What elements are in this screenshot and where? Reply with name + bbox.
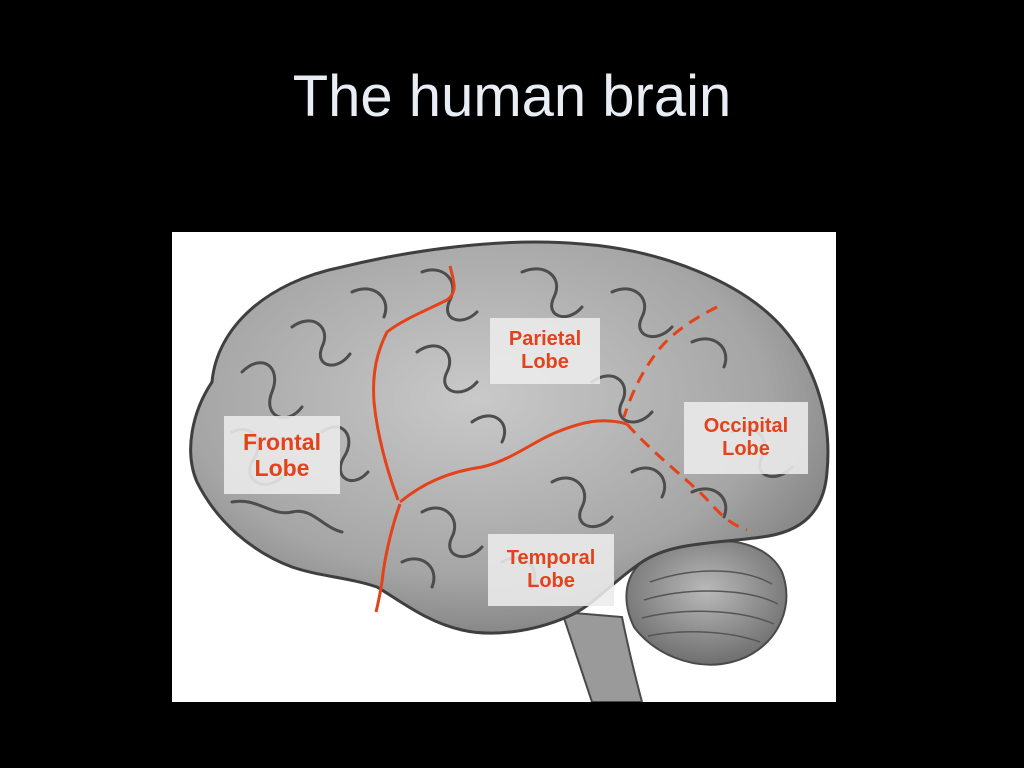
- central-sulcus-line: [372, 265, 456, 501]
- temporal-front-line: [374, 503, 402, 613]
- slide-title: The human brain: [292, 64, 732, 129]
- parietal-lobe-label: Parietal Lobe: [490, 318, 600, 384]
- parieto-occipital-line: [622, 305, 718, 418]
- occipital-lobe-label: Occipital Lobe: [684, 402, 808, 474]
- brain-stem: [560, 610, 644, 702]
- occipital-lobe-line2: Lobe: [722, 438, 770, 460]
- preoccipital-line: [625, 423, 748, 532]
- temporal-lobe-line2: Lobe: [527, 570, 575, 592]
- occipital-lobe-line1: Occipital: [703, 415, 789, 437]
- parietal-lobe-line1: Parietal: [508, 328, 582, 350]
- frontal-lobe-line1: Frontal: [243, 428, 321, 455]
- cerebellum: [625, 539, 788, 666]
- frontal-lobe-label: Frontal Lobe: [224, 416, 340, 494]
- temporal-lobe-line1: Temporal: [506, 547, 596, 569]
- brain-figure: Frontal Lobe Parietal Lobe Occipital Lob…: [172, 232, 836, 702]
- temporal-lobe-label: Temporal Lobe: [488, 534, 614, 606]
- lateral-sulcus-line: [399, 419, 628, 504]
- parietal-lobe-line2: Lobe: [521, 351, 569, 373]
- cerebrum: [189, 240, 830, 635]
- frontal-lobe-line2: Lobe: [254, 455, 310, 481]
- lobe-boundaries: [372, 265, 748, 613]
